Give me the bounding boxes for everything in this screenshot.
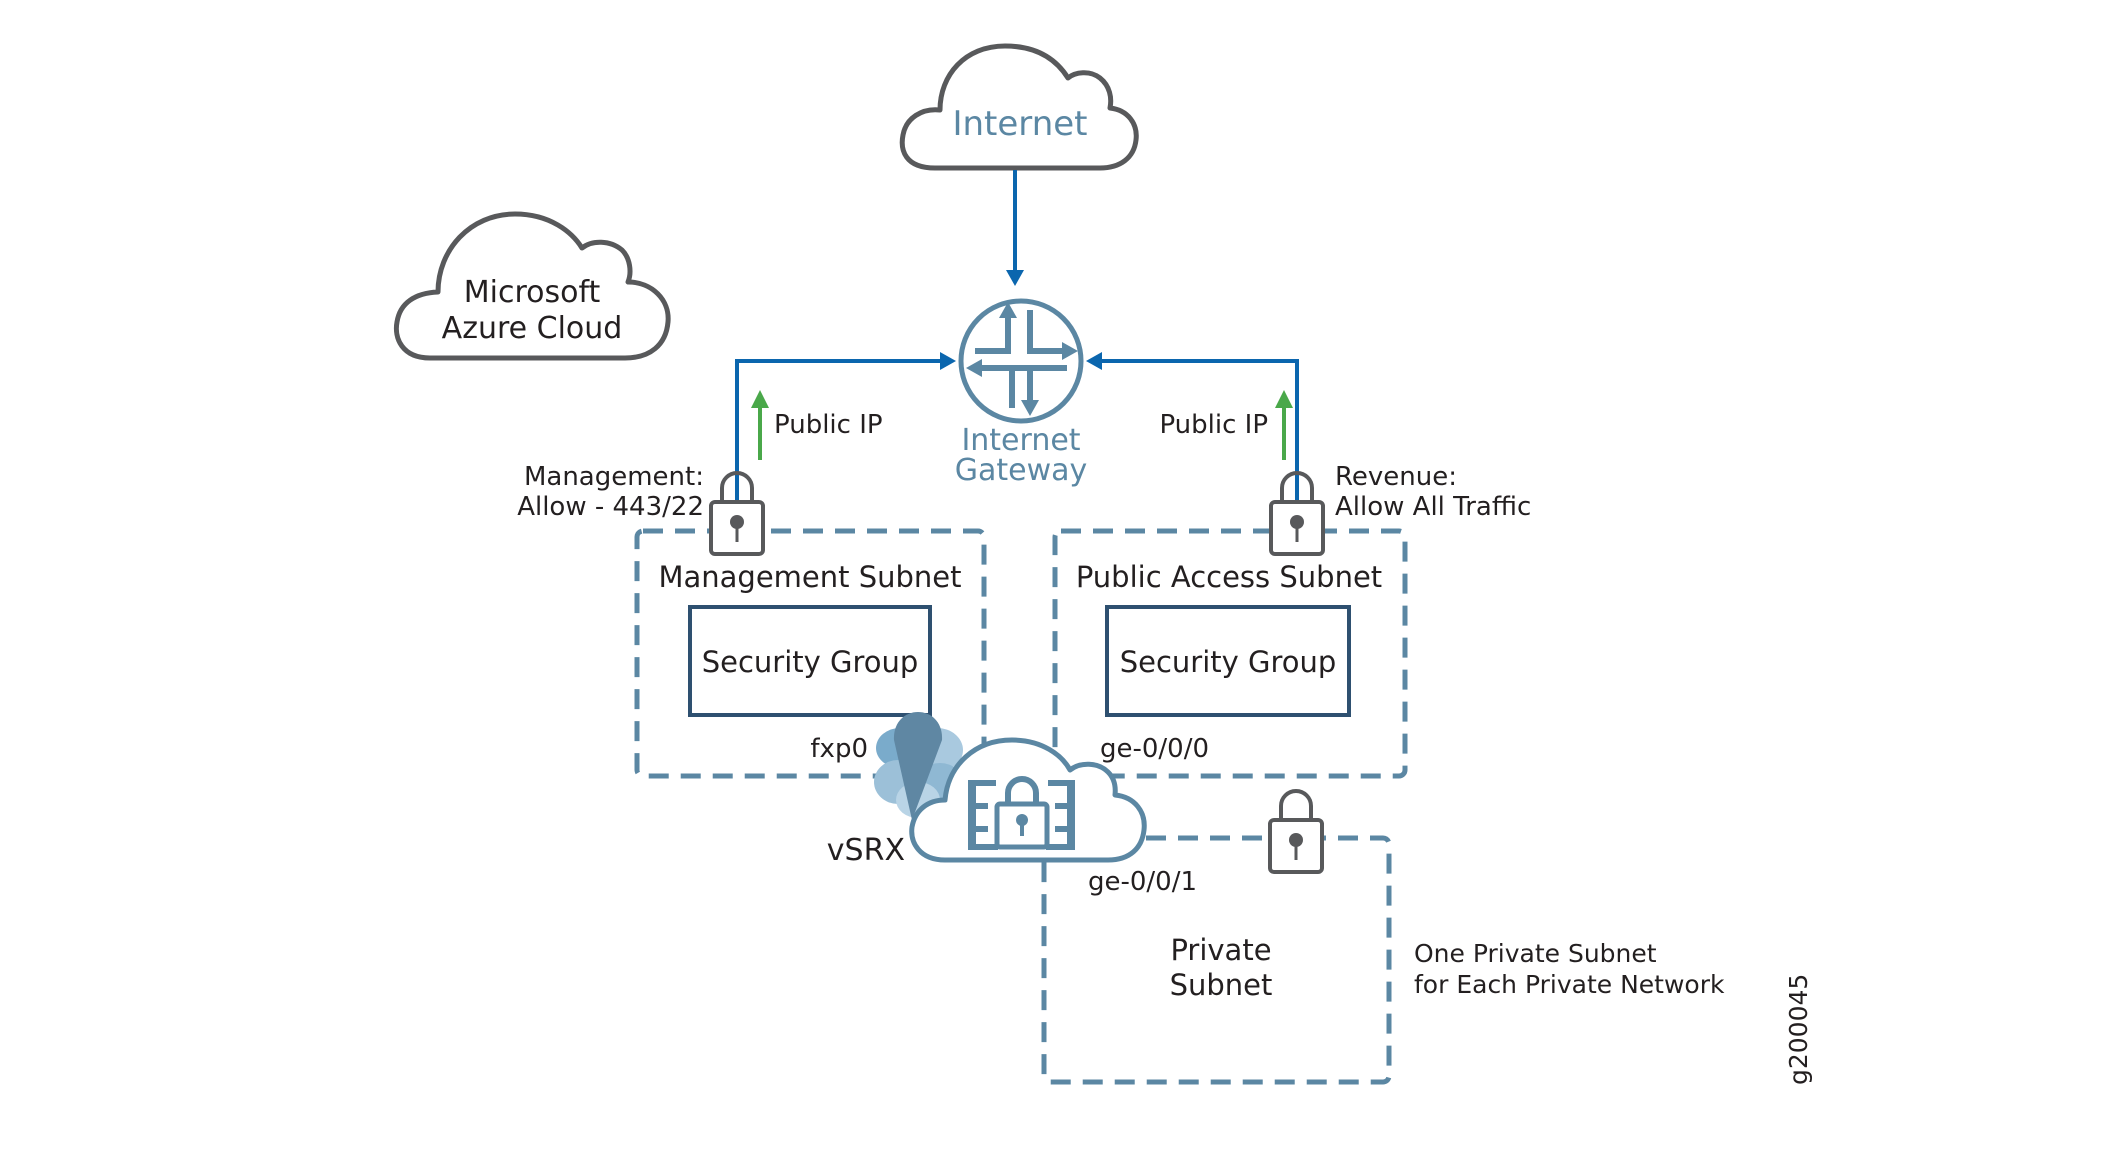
azure-label-line1: Microsoft: [464, 275, 601, 310]
revenue-rule-line2: Allow All Traffic: [1335, 492, 1531, 522]
management-rule-line2: Allow - 443/22: [517, 492, 704, 522]
private-subnet-note: One Private Subnet for Each Private Netw…: [1414, 939, 1725, 999]
revenue-to-gateway-arrow: [1086, 352, 1299, 520]
ge-0-0-1-interface-label: ge-0/0/1: [1088, 867, 1197, 897]
private-note-line2: for Each Private Network: [1414, 970, 1725, 999]
internet-label: Internet: [952, 104, 1087, 144]
azure-cloud-icon: [393, 211, 671, 361]
management-security-group-label: Security Group: [702, 645, 919, 679]
ge-0-0-0-interface-label: ge-0/0/0: [1100, 734, 1209, 764]
public-ip-right-label: Public IP: [1159, 410, 1268, 440]
private-lock-icon: [1268, 789, 1324, 874]
vsrx-instance: vSRX: [827, 712, 1147, 868]
azure-label-line2: Azure Cloud: [442, 311, 623, 346]
public-access-subnet-border: [1052, 528, 1408, 779]
public-ip-left-label: Public IP: [774, 410, 883, 440]
revenue-rule-line1: Revenue:: [1335, 462, 1457, 492]
router-icon: [958, 298, 1084, 424]
azure-cloud: Microsoft Azure Cloud: [393, 211, 671, 361]
management-rule: Management: Allow - 443/22: [517, 462, 704, 522]
public-access-subnet-label: Public Access Subnet: [1076, 560, 1382, 594]
vsrx-label: vSRX: [827, 833, 905, 868]
figure-id: g200045: [1784, 974, 1813, 1085]
internet-to-gateway-arrow: [1006, 170, 1024, 286]
private-subnet: Private Subnet ge-0/0/1: [1041, 835, 1392, 1085]
management-subnet-border: [634, 528, 987, 779]
private-subnet-border: [1041, 835, 1392, 1085]
firewall-lock-icon: [968, 776, 1075, 850]
management-subnet-label: Management Subnet: [658, 560, 961, 594]
management-security-group: [688, 605, 932, 717]
gateway-label-line1: Internet: [961, 423, 1080, 458]
management-to-gateway-arrow: [735, 352, 956, 520]
public-access-subnet: Public Access Subnet Security Group ge-0…: [1052, 528, 1408, 779]
management-subnet: Management Subnet Security Group fxp0: [634, 528, 987, 779]
private-note-line1: One Private Subnet: [1414, 939, 1657, 968]
management-rule-line1: Management:: [524, 462, 704, 492]
internet-cloud-icon: [899, 43, 1139, 171]
internet-cloud: Internet: [899, 43, 1139, 171]
private-subnet-label-line1: Private: [1170, 933, 1271, 967]
revenue-lock-icon: [1269, 471, 1325, 556]
management-lock-icon: [709, 471, 765, 556]
public-ip-left: Public IP: [751, 390, 883, 460]
private-subnet-label-line2: Subnet: [1170, 968, 1273, 1002]
revenue-rule: Revenue: Allow All Traffic: [1335, 462, 1531, 522]
public-ip-right: Public IP: [1159, 390, 1293, 460]
gateway-label-line2: Gateway: [955, 453, 1088, 488]
public-security-group: [1105, 605, 1351, 717]
internet-gateway: Internet Gateway: [955, 298, 1088, 488]
public-security-group-label: Security Group: [1120, 645, 1337, 679]
fxp0-interface-label: fxp0: [810, 734, 868, 764]
azure-vm-icon: [874, 712, 964, 820]
